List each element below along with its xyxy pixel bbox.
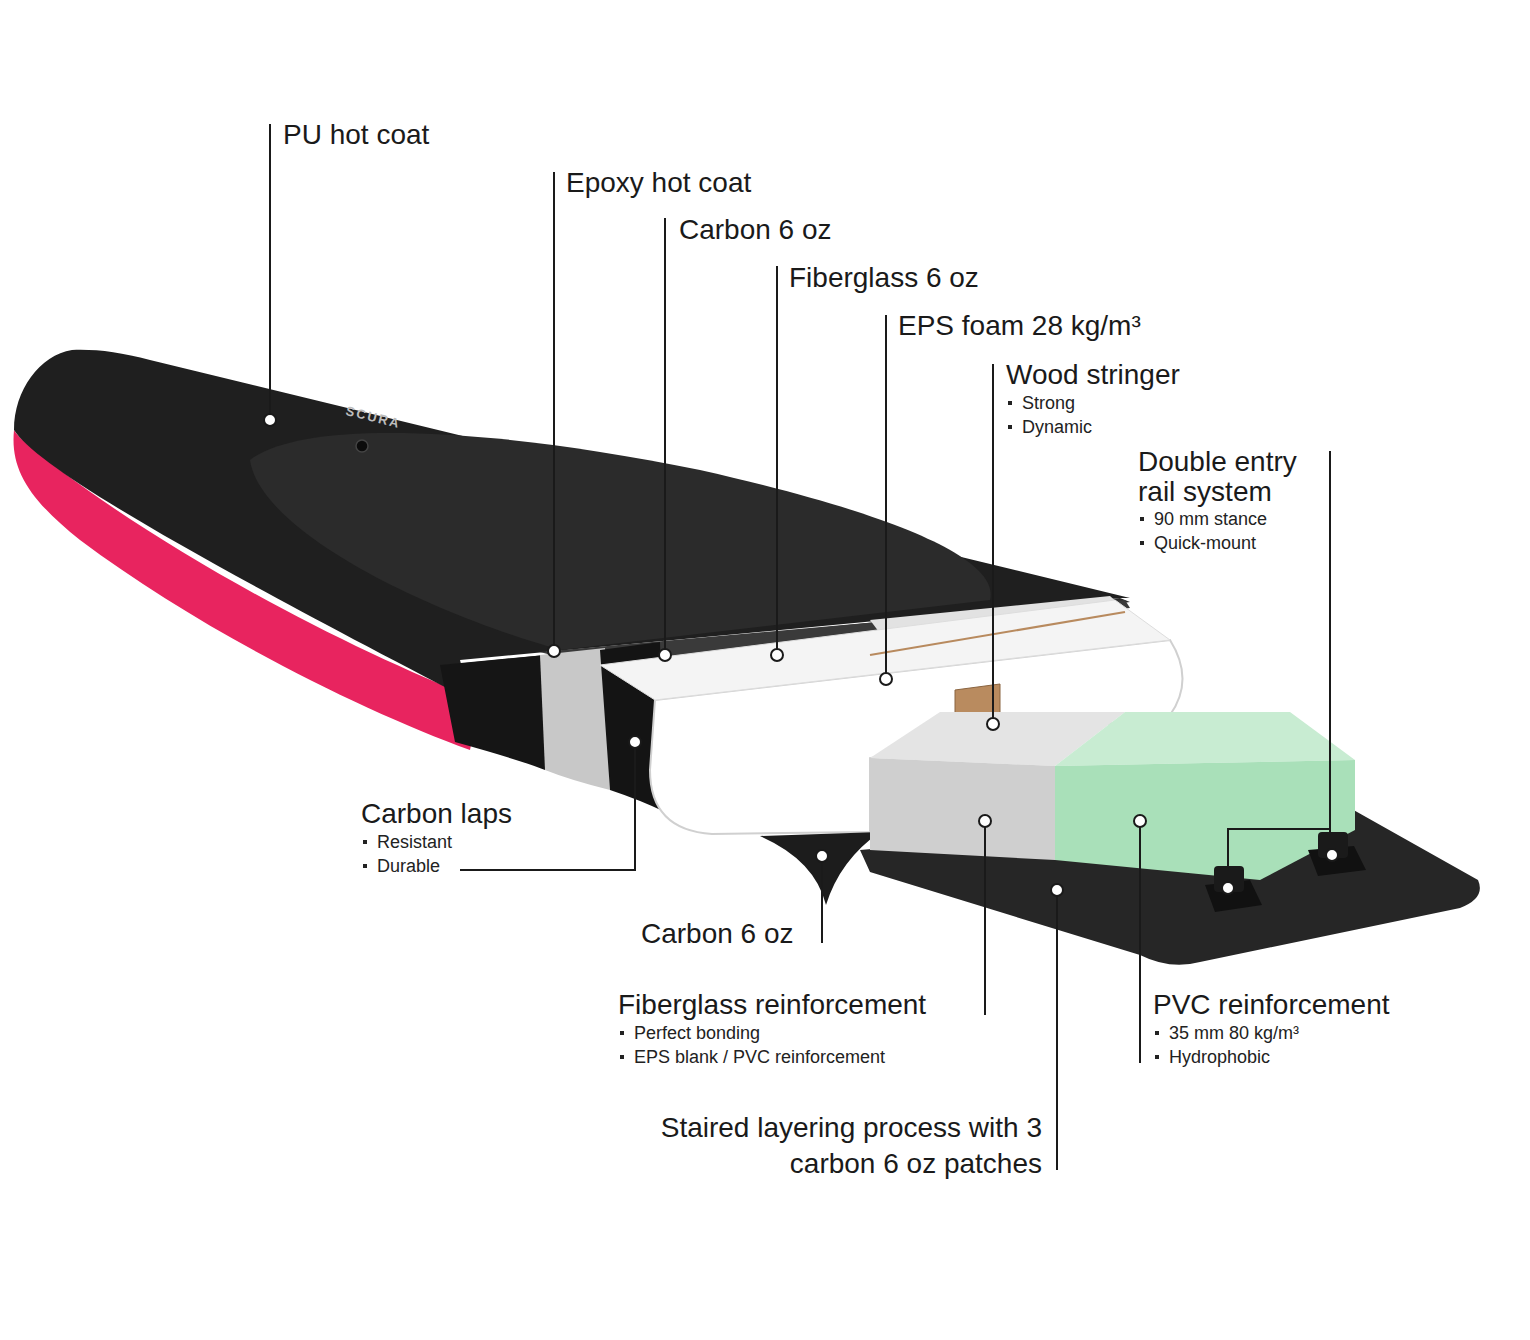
pvc-block-front xyxy=(1055,760,1355,880)
carbon-band xyxy=(540,648,610,790)
part-name: Wood stringer xyxy=(1006,360,1180,390)
feature-note: Hydrophobic xyxy=(1153,1045,1270,1069)
part-name: Carbon laps xyxy=(361,799,512,829)
part-name: Carbon 6 oz xyxy=(679,215,832,245)
part-name: EPS foam 28 kg/m³ xyxy=(898,311,1141,341)
part-name: Carbon 6 oz xyxy=(641,919,794,949)
mount-insert xyxy=(1205,832,1366,912)
pvc-block-top xyxy=(1055,712,1355,766)
fiberglass-block-front xyxy=(870,758,1055,860)
part-name: PVC reinforcement xyxy=(1153,990,1390,1020)
part-name: Fiberglass reinforcement xyxy=(618,990,926,1020)
part-name: Double entry rail system xyxy=(1138,447,1328,507)
leader-dots xyxy=(264,414,1338,896)
deck-recess xyxy=(250,433,991,650)
bottom-carbon xyxy=(760,832,880,905)
stringer-top-line xyxy=(870,612,1125,655)
vent-plug xyxy=(356,440,368,452)
hotcoat-band xyxy=(440,655,545,770)
part-name: PU hot coat xyxy=(283,120,429,150)
feature-note: Durable xyxy=(361,854,440,878)
feature-note: 35 mm 80 kg/m³ xyxy=(1153,1021,1299,1045)
part-name: Epoxy hot coat xyxy=(566,168,751,198)
feature-note: Quick-mount xyxy=(1138,531,1256,555)
feature-note: Strong xyxy=(1006,391,1075,415)
feature-note: 90 mm stance xyxy=(1138,507,1267,531)
feature-note: Dynamic xyxy=(1006,415,1092,439)
part-name: Fiberglass 6 oz xyxy=(789,263,979,293)
feature-note: EPS blank / PVC reinforcement xyxy=(618,1045,885,1069)
feature-note: Perfect bonding xyxy=(618,1021,760,1045)
process-note: Staired layering process with 3 carbon 6… xyxy=(632,1110,1042,1182)
feature-note: Resistant xyxy=(361,830,452,854)
